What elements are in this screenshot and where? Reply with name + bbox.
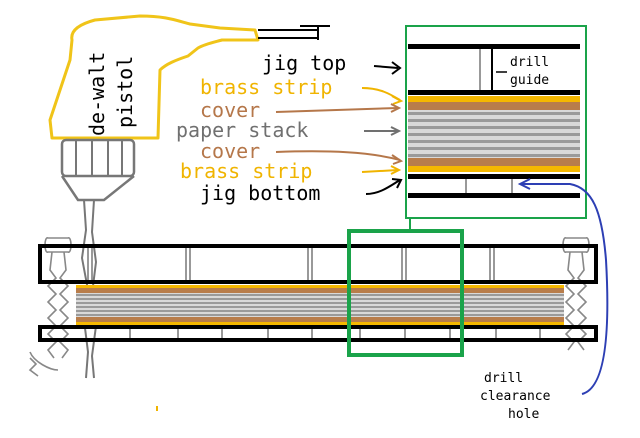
label-drill-guide-2: guide xyxy=(510,73,549,88)
screw-right-icon xyxy=(562,237,590,351)
label-cover-top: cover xyxy=(200,98,260,122)
arrow-clearance-hole xyxy=(522,183,609,395)
paper-stack xyxy=(76,293,564,317)
cover-bottom xyxy=(76,317,564,322)
zoom-region xyxy=(347,229,464,357)
tool-label-line2: pistol xyxy=(113,56,137,128)
label-cover-bottom: cover xyxy=(200,139,260,163)
label-paper-stack: paper stack xyxy=(176,118,308,142)
label-drill-guide-1: drill xyxy=(510,55,549,70)
jig-top-bar xyxy=(38,244,598,284)
drill-icon: de-walt pistol xyxy=(48,14,330,379)
label-jig-bottom: jig bottom xyxy=(200,181,320,205)
arrow-jig-top xyxy=(373,65,399,69)
arrow-cover-top xyxy=(275,107,399,113)
label-clearance-2: clearance xyxy=(480,389,551,404)
label-clearance-1: drill xyxy=(484,371,523,386)
label-brass-strip-bottom: brass strip xyxy=(180,159,312,183)
tool-label-line1: de-walt xyxy=(85,52,109,136)
jig-bottom-bar xyxy=(38,325,598,342)
label-clearance-3: hole xyxy=(508,407,539,422)
detail-inset xyxy=(405,25,587,219)
stray-mark xyxy=(156,406,158,411)
arrow-cover-bottom xyxy=(275,150,401,161)
brass-strip-bottom xyxy=(76,322,564,325)
cover-top xyxy=(76,288,564,293)
brass-strip-top xyxy=(76,285,564,288)
arrow-brass-bottom xyxy=(361,169,399,173)
arrow-jig-bottom xyxy=(365,179,401,195)
label-brass-strip-top: brass strip xyxy=(200,75,332,99)
label-jig-top: jig top xyxy=(262,51,346,75)
screw-left-icon xyxy=(28,237,72,377)
jig-assembly xyxy=(38,244,598,342)
